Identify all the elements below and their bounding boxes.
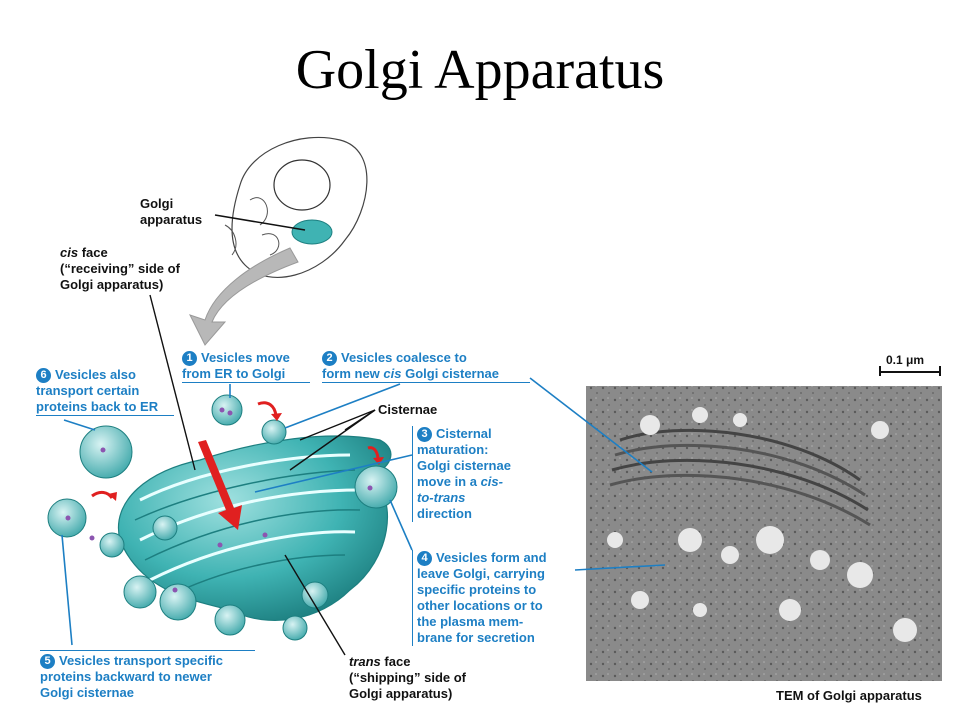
blue-leader-lines [61, 377, 666, 646]
label-golgi-apparatus: Golgi apparatus [140, 196, 203, 227]
page-title: Golgi Apparatus [295, 39, 665, 101]
tem-micrograph [586, 386, 942, 681]
label-scale-bar: 0.1 μm [886, 353, 925, 367]
zoom-arrow [189, 247, 299, 346]
leader-lines [149, 294, 376, 656]
label-tem-caption: TEM of Golgi apparatus [776, 688, 922, 703]
golgi-body [89, 435, 392, 641]
cell-sketch [224, 136, 368, 279]
label-cis-face: cis face (“receiving” side of Golgi appa… [60, 245, 180, 292]
label-trans-face: trans face (“shipping” side of Golgi app… [349, 654, 466, 701]
red-arrows [91, 401, 384, 530]
label-cisternae: Cisternae [378, 402, 438, 417]
vesicles [47, 394, 398, 538]
